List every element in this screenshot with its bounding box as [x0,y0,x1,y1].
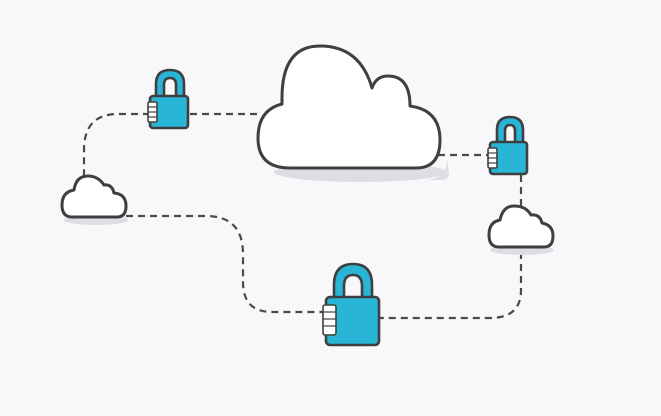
padlock-right-shackle [495,115,525,146]
padlock-right-icon [487,115,529,176]
padlock-bottom-shackle [332,262,374,302]
cloud-left-icon [60,174,128,225]
connectors [82,112,523,320]
connector-leftcloud-bottomlock [126,214,326,314]
cloud-left-shape [60,174,128,219]
connector-rightcloud-bottomlock [380,252,523,320]
cloud-right-icon [487,204,555,255]
cloud-main-shape [256,44,442,170]
cloud-right-shape [487,204,555,249]
padlock-top-icon [147,68,190,130]
cloud-main-icon [256,44,449,182]
padlock-bottom-icon [322,262,381,347]
padlock-top-shackle [154,68,186,100]
connector-toplock-leftcloud [82,112,150,178]
padlock-bottom-dial [322,304,337,336]
